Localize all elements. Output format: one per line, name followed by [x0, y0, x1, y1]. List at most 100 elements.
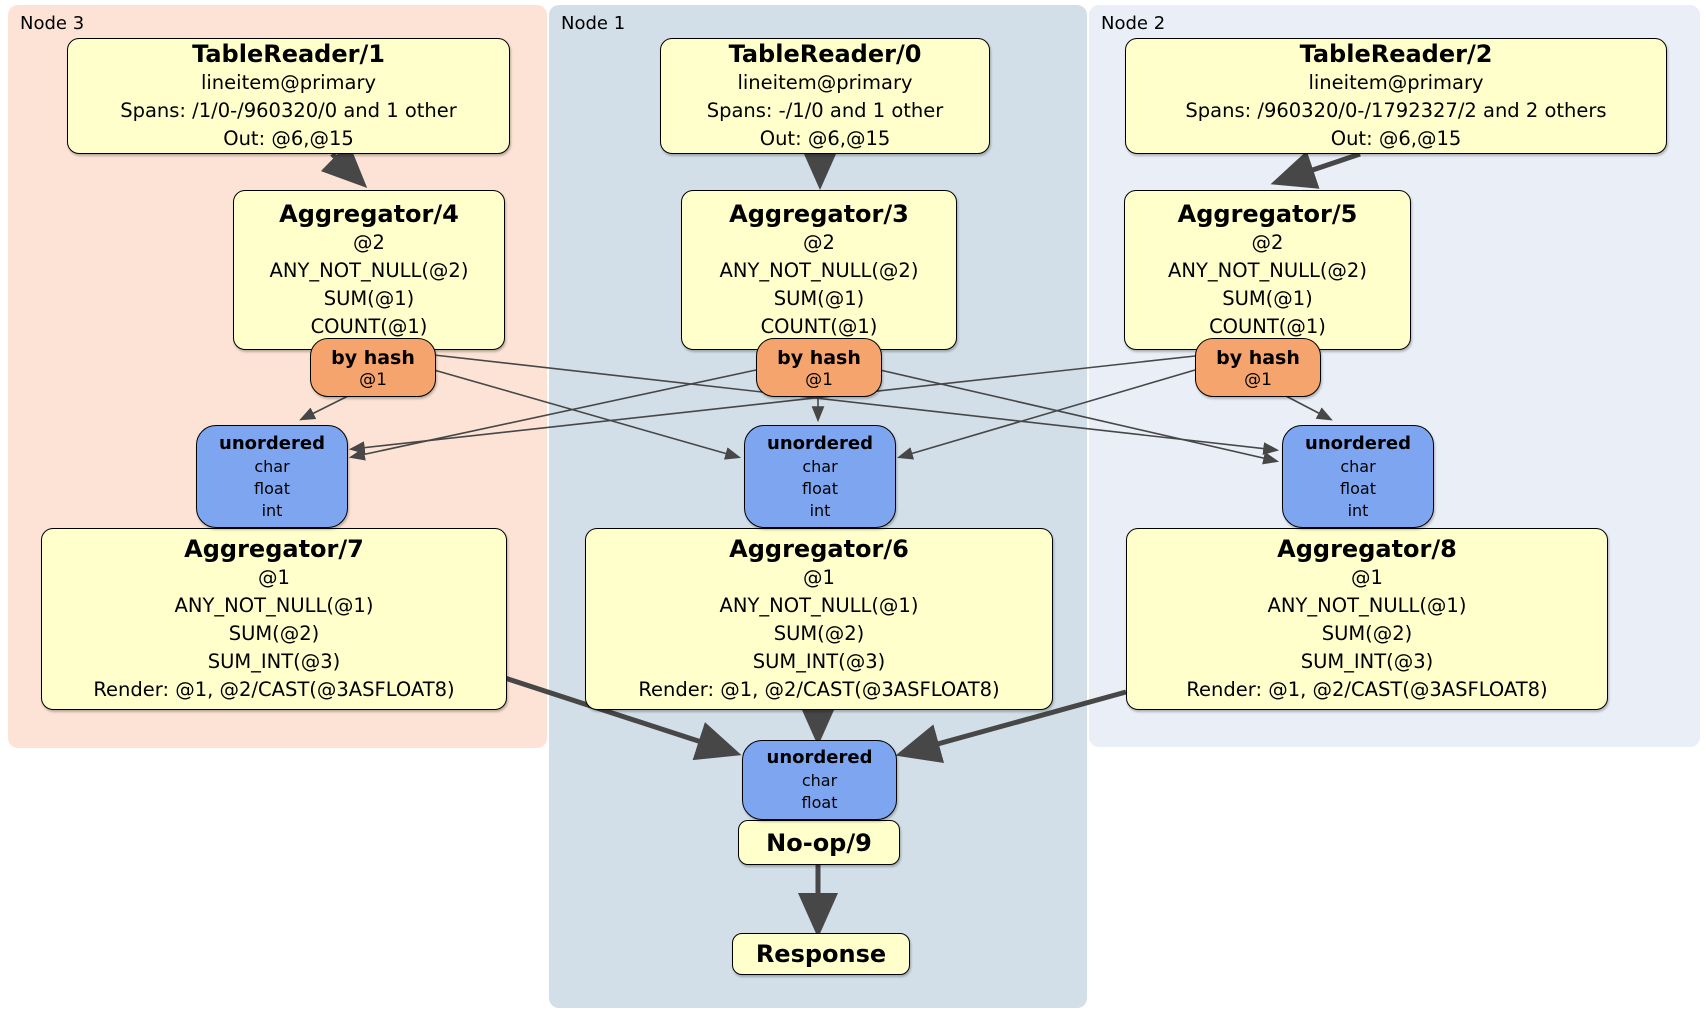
edge-tr1-agg4 — [320, 142, 368, 188]
tablereader-1-box: TableReader/1 lineitem@primary Spans: /1… — [67, 38, 510, 154]
box-line: Render: @1, @2/CAST(@3ASFLOAT8) — [638, 678, 1000, 701]
box-line: Out: @6,@15 — [759, 127, 891, 150]
stream-line: float — [802, 478, 838, 498]
stream-title: unordered — [766, 747, 873, 768]
tablereader-0-box: TableReader/0 lineitem@primary Spans: -/… — [660, 38, 990, 154]
box-line: Spans: /1/0-/960320/0 and 1 other — [120, 99, 457, 122]
box-line: SUM_INT(@3) — [1300, 650, 1434, 673]
box-line: lineitem@primary — [1308, 71, 1484, 94]
node1-label: Node 1 — [561, 13, 626, 34]
response-box: Response — [732, 933, 910, 975]
box-line: SUM(@2) — [1321, 622, 1413, 645]
box-line: COUNT(@1) — [310, 315, 428, 338]
box-title: Aggregator/4 — [279, 200, 459, 228]
router-title: by hash — [1216, 346, 1300, 369]
byhash-router-node3: by hash @1 — [310, 338, 436, 397]
box-line: Spans: -/1/0 and 1 other — [706, 99, 944, 122]
box-line: ANY_NOT_NULL(@1) — [1267, 594, 1467, 617]
aggregator-4-box: Aggregator/4 @2 ANY_NOT_NULL(@2) SUM(@1)… — [233, 190, 505, 350]
box-title: Aggregator/6 — [729, 535, 909, 563]
box-line: @2 — [803, 231, 835, 254]
box-title: Response — [755, 940, 887, 968]
node2-label: Node 2 — [1101, 13, 1166, 34]
box-line: SUM(@2) — [228, 622, 320, 645]
stream-line: int — [809, 500, 831, 520]
box-line: COUNT(@1) — [760, 315, 878, 338]
box-title: TableReader/2 — [1299, 40, 1493, 68]
box-line: Render: @1, @2/CAST(@3ASFLOAT8) — [1186, 678, 1548, 701]
unordered-stream-node2: unordered char float int — [1282, 425, 1434, 528]
stream-line: char — [254, 456, 290, 476]
aggregator-3-box: Aggregator/3 @2 ANY_NOT_NULL(@2) SUM(@1)… — [681, 190, 957, 350]
box-line: @2 — [1251, 231, 1284, 254]
box-line: ANY_NOT_NULL(@2) — [719, 259, 919, 282]
edge-byhash3-un2 — [433, 354, 1280, 455]
box-line: Render: @1, @2/CAST(@3ASFLOAT8) — [93, 678, 455, 701]
box-line: @1 — [258, 566, 290, 589]
stream-line: int — [1347, 500, 1369, 520]
box-title: TableReader/0 — [728, 40, 922, 68]
router-sub: @1 — [1244, 369, 1272, 390]
edge-byhash2-un3 — [348, 355, 1196, 454]
box-line: SUM_INT(@3) — [752, 650, 886, 673]
stream-title: unordered — [767, 432, 873, 454]
stream-line: int — [261, 500, 283, 520]
aggregator-6-box: Aggregator/6 @1 ANY_NOT_NULL(@1) SUM(@2)… — [585, 528, 1053, 710]
box-line: SUM_INT(@3) — [207, 650, 341, 673]
edge-tr2-agg5 — [1270, 150, 1361, 189]
box-title: No-op/9 — [766, 828, 872, 857]
byhash-router-node1: by hash @1 — [756, 338, 882, 397]
router-sub: @1 — [359, 369, 387, 390]
aggregator-7-box: Aggregator/7 @1 ANY_NOT_NULL(@1) SUM(@2)… — [41, 528, 507, 710]
stream-line: float — [1340, 478, 1376, 498]
box-title: Aggregator/8 — [1277, 535, 1457, 563]
box-line: Out: @6,@15 — [1330, 127, 1462, 150]
box-line: Out: @6,@15 — [223, 127, 354, 150]
box-line: @1 — [1351, 566, 1383, 589]
box-title: Aggregator/5 — [1177, 200, 1358, 228]
router-title: by hash — [331, 346, 415, 369]
edge-byhash3-un1 — [433, 369, 742, 460]
stream-line: char — [801, 771, 838, 790]
box-title: Aggregator/7 — [184, 535, 364, 563]
tablereader-2-box: TableReader/2 lineitem@primary Spans: /9… — [1125, 38, 1667, 154]
edge-byhash3-un3 — [299, 394, 351, 421]
box-line: lineitem@primary — [737, 71, 913, 94]
edge-agg7-unfinal — [504, 675, 742, 761]
box-line: @2 — [353, 231, 385, 254]
unordered-stream-node3: unordered char float int — [196, 425, 348, 528]
box-line: SUM(@2) — [773, 622, 865, 645]
stream-line: char — [1340, 456, 1376, 476]
box-line: @1 — [803, 566, 835, 589]
box-line: ANY_NOT_NULL(@1) — [174, 594, 374, 617]
byhash-router-node2: by hash @1 — [1195, 338, 1321, 397]
box-line: SUM(@1) — [323, 287, 415, 310]
noop-9-box: No-op/9 — [738, 820, 900, 865]
edge-byhash2-un1 — [896, 369, 1196, 460]
unordered-stream-final: unordered char float — [742, 740, 897, 820]
stream-line: float — [254, 478, 290, 498]
stream-title: unordered — [1305, 432, 1411, 454]
box-title: TableReader/1 — [192, 40, 385, 68]
box-line: ANY_NOT_NULL(@1) — [719, 594, 919, 617]
aggregator-8-box: Aggregator/8 @1 ANY_NOT_NULL(@1) SUM(@2)… — [1126, 528, 1608, 710]
stream-line: char — [802, 456, 838, 476]
edge-byhash1-un3 — [348, 369, 757, 461]
unordered-stream-node1: unordered char float int — [744, 425, 896, 528]
edge-byhash2-un2 — [1283, 394, 1333, 421]
router-sub: @1 — [805, 369, 833, 390]
router-title: by hash — [777, 346, 861, 369]
box-line: COUNT(@1) — [1209, 315, 1326, 338]
edge-agg8-unfinal — [895, 689, 1127, 763]
box-line: SUM(@1) — [773, 287, 865, 310]
edge-byhash1-un2 — [879, 369, 1280, 465]
box-line: ANY_NOT_NULL(@2) — [1168, 259, 1367, 282]
box-line: Spans: /960320/0-/1792327/2 and 2 others — [1185, 99, 1607, 122]
box-line: lineitem@primary — [200, 71, 377, 94]
node3-label: Node 3 — [20, 13, 85, 34]
stream-line: float — [801, 793, 838, 812]
box-title: Aggregator/3 — [729, 200, 909, 228]
box-line: ANY_NOT_NULL(@2) — [269, 259, 469, 282]
aggregator-5-box: Aggregator/5 @2 ANY_NOT_NULL(@2) SUM(@1)… — [1124, 190, 1411, 350]
